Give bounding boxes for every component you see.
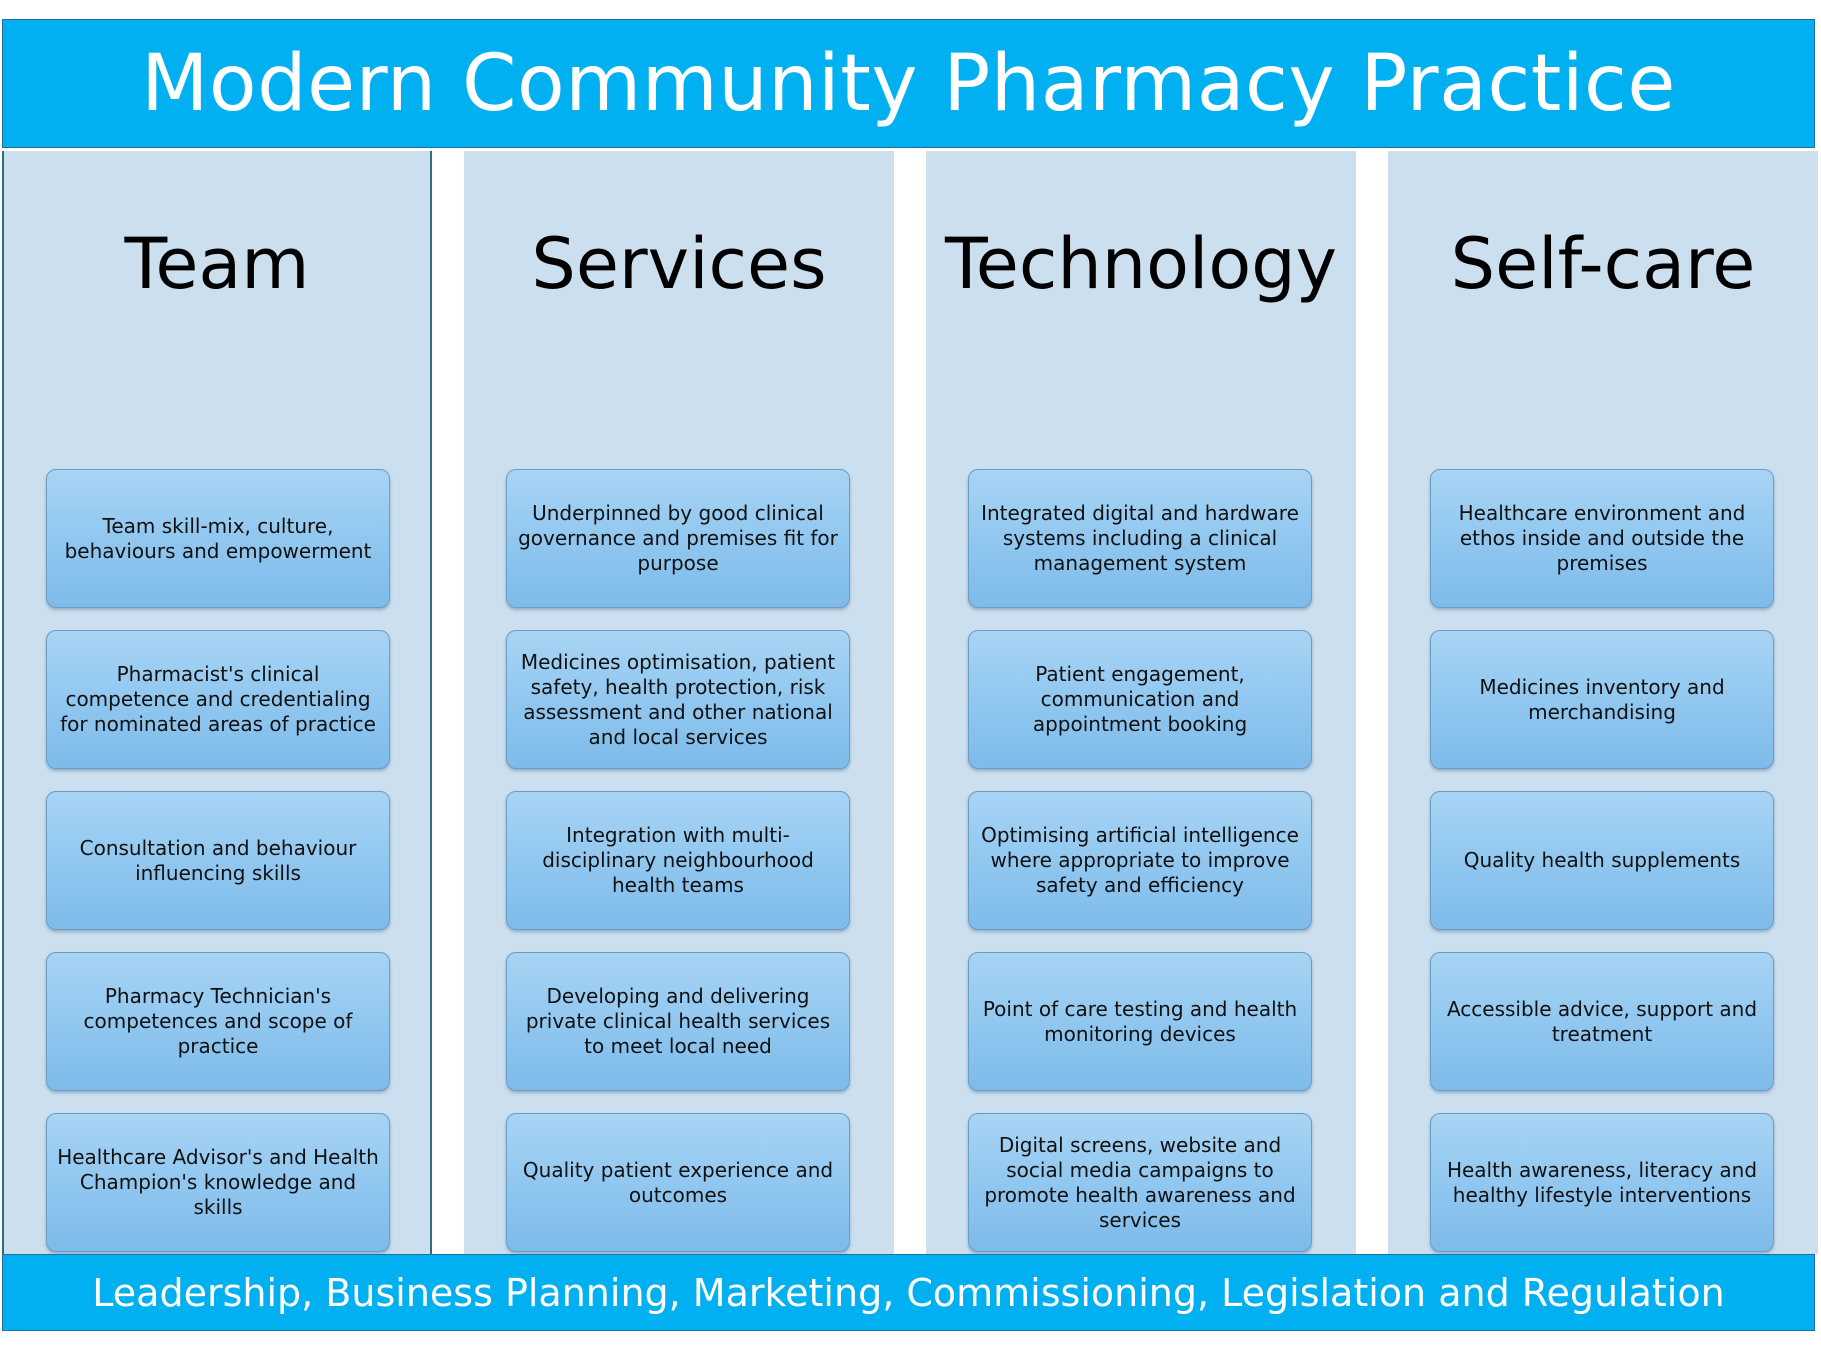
pillar-technology: Technology Integrated digital and hardwa…	[926, 151, 1356, 1254]
pillar-item: Integrated digital and hardware systems …	[968, 469, 1312, 608]
pillar-item: Consultation and behaviour influencing s…	[46, 791, 390, 930]
diagram-frame: Modern Community Pharmacy Practice Team …	[2, 19, 1818, 1331]
pillar-item: Medicines inventory and merchandising	[1430, 630, 1774, 769]
pillar-team: Team Team skill-mix, culture, behaviours…	[2, 151, 432, 1254]
diagram-footer: Leadership, Business Planning, Marketing…	[2, 1254, 1815, 1331]
diagram-title: Modern Community Pharmacy Practice	[2, 19, 1815, 148]
pillar-item: Patient engagement, communication and ap…	[968, 630, 1312, 769]
pillar-item: Medicines optimisation, patient safety, …	[506, 630, 850, 769]
pillar-item: Quality health supplements	[1430, 791, 1774, 930]
pillar-title: Technology	[944, 223, 1338, 305]
pillar-item: Team skill-mix, culture, behaviours and …	[46, 469, 390, 608]
pillar-services: Services Underpinned by good clinical go…	[464, 151, 894, 1254]
pillar-item: Optimising artificial intelligence where…	[968, 791, 1312, 930]
pillar-self-care: Self-care Healthcare environment and eth…	[1388, 151, 1818, 1254]
pillar-item: Developing and delivering private clinic…	[506, 952, 850, 1091]
pillar-item: Quality patient experience and outcomes	[506, 1113, 850, 1252]
pillar-title: Services	[531, 223, 827, 305]
pillar-item: Underpinned by good clinical governance …	[506, 469, 850, 608]
pillar-item: Digital screens, website and social medi…	[968, 1113, 1312, 1252]
pillar-item: Accessible advice, support and treatment	[1430, 952, 1774, 1091]
pillar-item: Point of care testing and health monitor…	[968, 952, 1312, 1091]
pillar-item: Health awareness, literacy and healthy l…	[1430, 1113, 1774, 1252]
pillar-item: Pharmacy Technician's competences and sc…	[46, 952, 390, 1091]
pillar-item: Pharmacist's clinical competence and cre…	[46, 630, 390, 769]
pillar-title: Team	[124, 223, 310, 305]
pillar-title: Self-care	[1450, 223, 1756, 305]
pillar-item: Healthcare Advisor's and Health Champion…	[46, 1113, 390, 1252]
pillar-item: Integration with multi-disciplinary neig…	[506, 791, 850, 930]
pillar-item: Healthcare environment and ethos inside …	[1430, 469, 1774, 608]
